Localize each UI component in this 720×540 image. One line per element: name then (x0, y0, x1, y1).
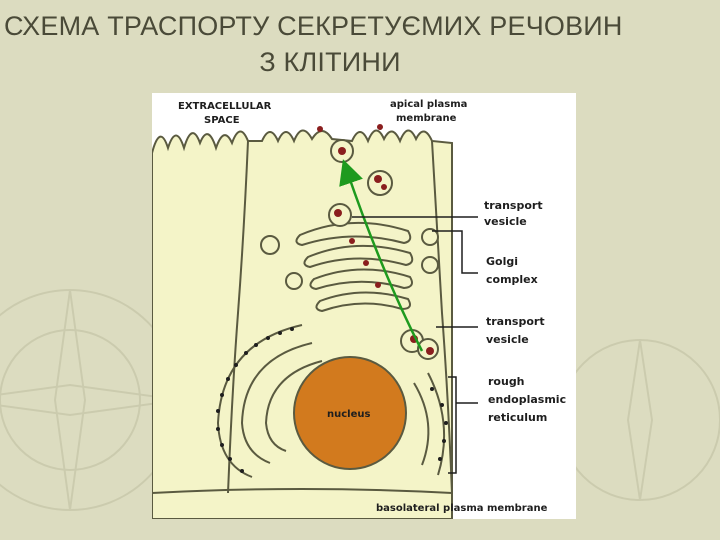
nucleus-label: nucleus (327, 409, 370, 420)
label-transport-vesicle-top-line1: transport (484, 199, 543, 212)
label-apical-line1: apical plasma (390, 99, 467, 110)
slide-title: СХЕМА ТРАСПОРТУ СЕКРЕТУЄМИХ РЕЧОВИН З КЛ… (0, 8, 720, 80)
label-rough-er-line2: endoplasmic (488, 393, 566, 406)
label-transport-vesicle-top-line2: vesicle (484, 215, 527, 228)
rough-endoplasmic-reticulum (216, 324, 446, 478)
basolateral-membrane-line (152, 488, 453, 494)
secretory-transport-diagram: nucleus EXTRACELLULAR SPACE apical plasm… (152, 93, 576, 519)
cell-diagram-svg: nucleus EXTRACELLULAR SPACE apical plasm… (152, 99, 566, 519)
label-transport-vesicle-bottom-line1: transport (486, 315, 545, 328)
nucleus (293, 356, 407, 470)
slide-title-line2: З КЛІТИНИ (259, 47, 401, 77)
label-apical-line2: membrane (396, 113, 457, 124)
label-leader-lines (352, 216, 478, 474)
lateral-membrane-left (227, 140, 249, 494)
label-basolateral: basolateral plasma membrane (376, 503, 548, 514)
slide-title-line1: СХЕМА ТРАСПОРТУ СЕКРЕТУЄМИХ РЕЧОВИН (4, 11, 623, 41)
cell-body (152, 129, 453, 519)
label-rough-er-line1: rough (488, 375, 525, 388)
ribosome-dots (216, 327, 448, 473)
lateral-membrane-right (431, 140, 453, 494)
label-golgi-line1: Golgi (486, 255, 518, 268)
secretory-pathway-arrow (339, 159, 424, 352)
label-transport-vesicle-bottom-line2: vesicle (486, 333, 529, 346)
label-rough-er-line3: reticulum (488, 411, 547, 424)
label-extracellular-line1: EXTRACELLULAR (178, 101, 272, 112)
label-golgi-line2: complex (486, 273, 538, 286)
label-extracellular-line2: SPACE (204, 115, 240, 126)
